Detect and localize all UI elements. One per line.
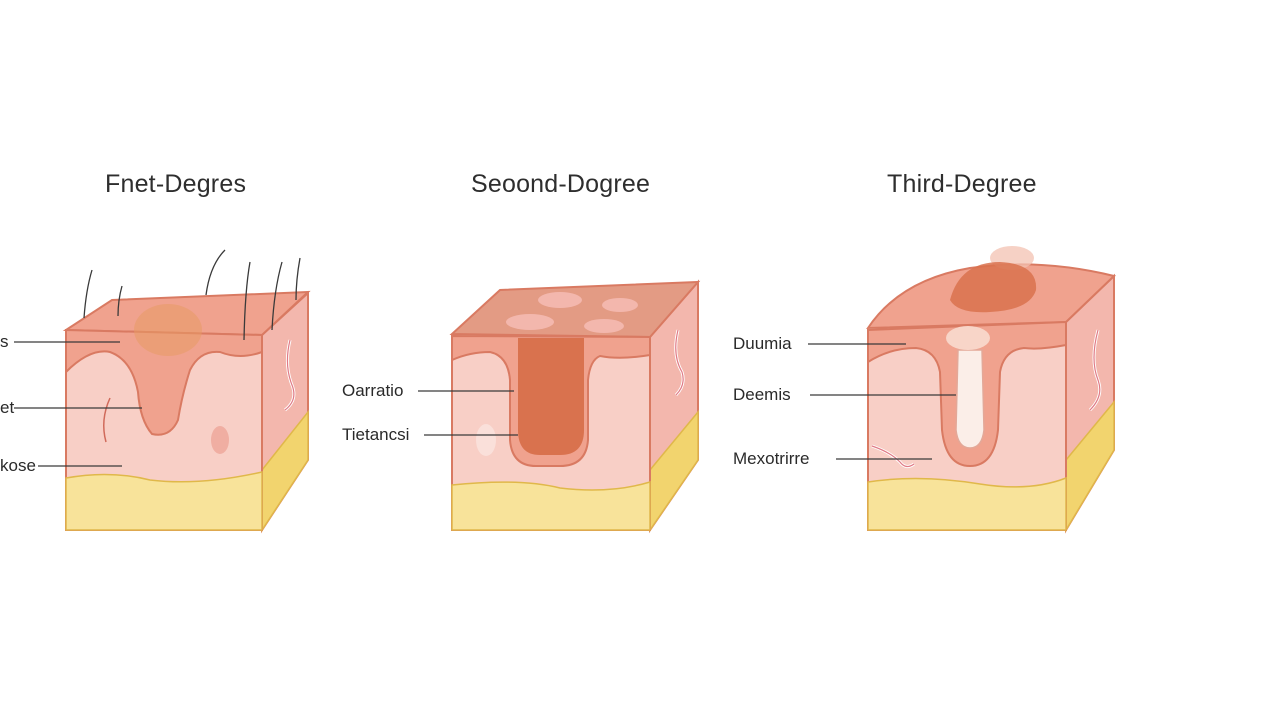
first-block-hair [205, 249, 226, 296]
first-block-hair [83, 269, 93, 319]
first-block-redness [211, 426, 229, 454]
third-block-char [950, 262, 1037, 313]
second-block-fat [451, 480, 651, 531]
third-degree-title: Third-Degree [887, 170, 1037, 198]
first-degree-title: Fnet-Degres [105, 170, 247, 198]
first-block-hair [295, 257, 301, 301]
third-label-lower: Mexotrirre [733, 449, 810, 468]
second-degree-skin-block [418, 279, 701, 534]
second-label-lower: Tietancsi [342, 425, 410, 444]
first-degree-skin-block [14, 249, 311, 534]
second-block-faint-spot [476, 424, 496, 456]
first-block-vessel [103, 397, 111, 443]
second-label-upper: Oarratio [342, 381, 404, 400]
second-block-blister [506, 314, 554, 330]
second-block-burn-column [518, 338, 584, 455]
first-block-hair [271, 261, 283, 331]
first-label-dermis: et [0, 398, 15, 417]
first-label-subcutis: kose [0, 456, 36, 475]
first-block-hair [117, 285, 123, 317]
third-block-wound-opening [946, 326, 990, 350]
second-block-blister [602, 298, 638, 312]
third-block-fat [867, 476, 1067, 531]
first-block-fat [65, 471, 263, 531]
first-block-hair [243, 261, 251, 341]
third-label-middle: Deemis [733, 385, 791, 404]
third-label-upper: Duumia [733, 334, 792, 353]
third-degree-skin-block [808, 246, 1117, 534]
first-block-burn-spot [134, 304, 202, 356]
first-label-epidermis: s [0, 332, 9, 351]
second-block-blister [538, 292, 582, 308]
second-degree-title: Seoond-Dogree [471, 170, 651, 198]
second-block-blister [584, 319, 624, 333]
first-block-epidermis [65, 328, 263, 436]
third-block-necrotic-channel [955, 349, 985, 449]
